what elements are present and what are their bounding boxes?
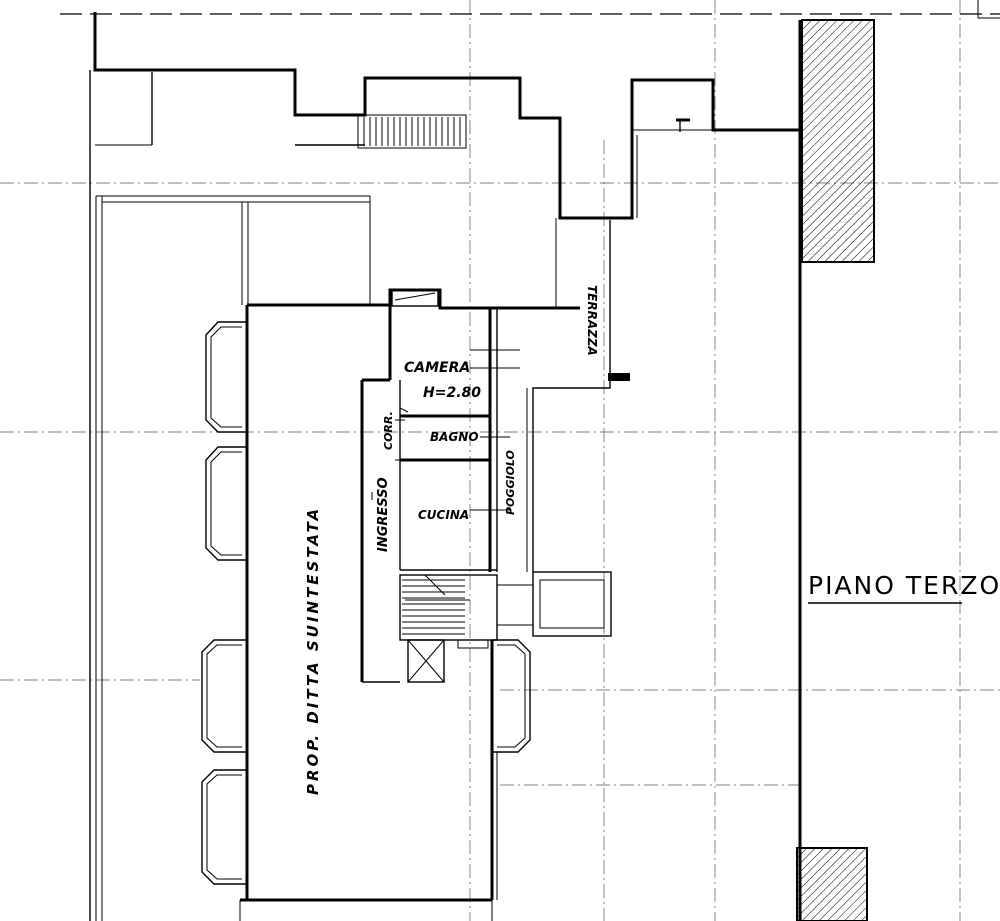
room-labels: CAMERA H=2.80 BAGNO CUCINA CORR. INGRESS… bbox=[304, 285, 599, 795]
walkway-bridge bbox=[497, 571, 612, 637]
top-stair bbox=[357, 114, 467, 149]
hatched-neighbour-buildings bbox=[796, 19, 875, 921]
label-proprieta: PROP. DITTA SUINTESTATA bbox=[304, 506, 322, 795]
bay-window-right bbox=[492, 639, 531, 900]
site-boundary-top bbox=[60, 0, 1000, 19]
label-bagno: BAGNO bbox=[430, 430, 479, 444]
label-camera: CAMERA bbox=[404, 360, 470, 376]
label-ingresso: INGRESSO bbox=[376, 477, 391, 552]
label-corridoio: CORR. bbox=[382, 411, 395, 450]
building-outline bbox=[93, 12, 802, 921]
apartment-walls bbox=[360, 305, 520, 683]
bay-windows-left bbox=[201, 321, 247, 885]
floor-title: PIANO TERZO bbox=[808, 571, 1000, 600]
label-cucina: CUCINA bbox=[418, 508, 469, 522]
left-boundary-wall bbox=[89, 70, 371, 921]
stair-core bbox=[399, 574, 498, 683]
label-terrazza: TERRAZZA bbox=[585, 285, 599, 356]
floor-title-block: PIANO TERZO bbox=[808, 571, 1000, 604]
label-height: H=2.80 bbox=[423, 385, 481, 401]
poggiolo-outline bbox=[526, 218, 630, 572]
label-poggiolo: POGGIOLO bbox=[504, 450, 517, 515]
chimney bbox=[391, 289, 439, 307]
adjacent-property-block bbox=[239, 288, 556, 921]
